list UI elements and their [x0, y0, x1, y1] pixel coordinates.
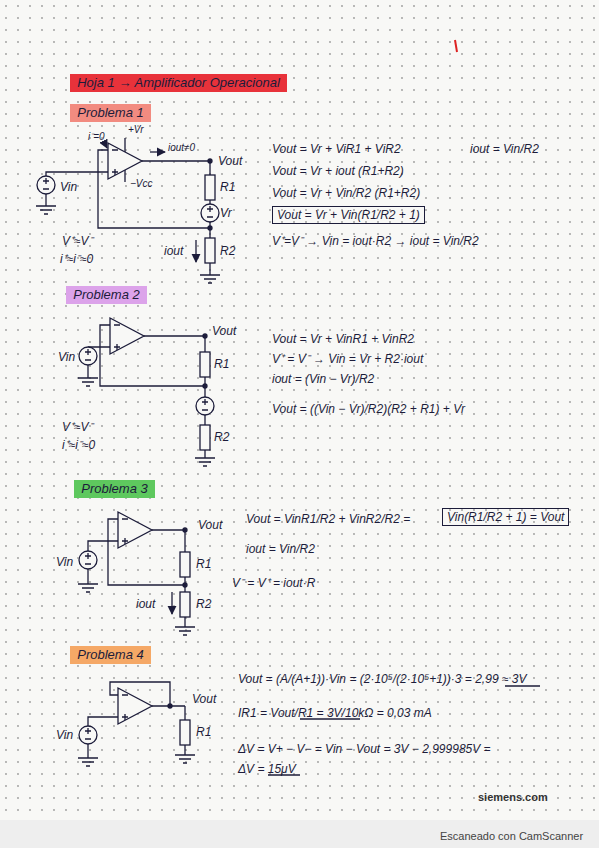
circuit-3 — [78, 512, 195, 635]
note-text: ΔV = 15μV — [238, 762, 296, 776]
note-text: R1 — [214, 357, 229, 371]
note-text: Vout = (A/(A+1))·Vin = (2·10⁵/(2·10⁵+1))… — [238, 672, 526, 686]
circuit-4 — [78, 682, 195, 766]
title-band: Hoja 1 → Amplificador Operacional — [70, 74, 287, 92]
note-text: V⁺ = V⁻ → Vin = Vr + R2·iout — [272, 352, 423, 366]
note-text: iout = Vin/R2 — [246, 542, 315, 556]
note-text: i⁻=0 — [88, 131, 105, 143]
circuit-2 — [78, 318, 215, 466]
note-text: Vout — [192, 692, 216, 706]
note-text: R2 — [196, 597, 211, 611]
note-text: R2 — [220, 244, 235, 258]
note-text: R1 — [220, 180, 235, 194]
note-text: iout = (Vin − Vr)/R2 — [272, 372, 374, 386]
dot-grid — [0, 0, 599, 820]
heading-text: Problema 1 — [77, 104, 143, 122]
note-text: Vout — [212, 324, 236, 338]
heading-text: Problema 3 — [81, 480, 147, 498]
note-text: iout — [164, 244, 183, 258]
note-text: iout = Vin/R2 — [470, 142, 539, 156]
note-text: Vout = ((Vin − Vr)/R2)(R2 + R1) + Vr — [272, 402, 465, 416]
note-text: V⁻ = V⁺ = iout·R — [232, 576, 315, 590]
problem-heading: Problema 3 — [74, 480, 155, 498]
note-text: Vout = Vr + VinR1 + VinR2 — [272, 332, 414, 346]
note-text: Vr — [220, 206, 232, 220]
note-text: R1 — [196, 725, 211, 739]
note-text: iout≠0 — [168, 142, 195, 154]
note-text: Vout — [198, 518, 222, 532]
note-text: V⁺≈V⁻ — [62, 234, 93, 248]
note-text: ΔV = V+ − V− = Vin − Vout = 3V − 2,99998… — [238, 742, 491, 756]
note-text: Vout = Vr + ViR1 + ViR2 — [272, 142, 401, 156]
note-text: Vout = Vr + Vin/R2 (R1+R2) — [272, 186, 420, 200]
note-text: Vout = Vr + Vin(R1/R2 + 1) — [272, 206, 425, 224]
heading-text: Problema 2 — [73, 286, 139, 304]
note-text: IR1 = Vout/R1 = 3V/10kΩ = 0,03 mA — [238, 706, 432, 720]
problem-heading: Problema 2 — [66, 286, 147, 304]
note-text: R1 — [196, 557, 211, 571]
note-text: siemens.com — [478, 790, 548, 804]
note-text: Vin — [56, 555, 73, 569]
note-text: Escaneado con CamScanner — [440, 829, 583, 843]
note-text: −Vcc — [130, 178, 153, 190]
note-text: Vout = Vr + iout (R1+R2) — [272, 164, 404, 178]
red-mark — [455, 40, 457, 52]
heading-text: Problema 4 — [77, 646, 143, 664]
note-text: i⁺≈i⁻≈0 — [60, 252, 93, 266]
note-text: Vin — [56, 728, 73, 742]
note-text: Vin — [60, 180, 77, 194]
note-text: Vin(R1/R2 + 1) = Vout — [442, 508, 569, 526]
note-text: i⁺≈i⁻≈0 — [62, 438, 95, 452]
problem-heading: Problema 4 — [70, 646, 151, 664]
circuit-1 — [36, 138, 220, 283]
note-text: +Vr — [128, 124, 144, 136]
footer-band — [0, 820, 599, 848]
note-text: V⁺≈V⁻ — [62, 420, 93, 434]
note-text: iout — [136, 597, 155, 611]
problem-heading: Problema 1 — [70, 104, 151, 122]
note-text: Vin — [58, 350, 75, 364]
note-text: Vout = VinR1/R2 + VinR2/R2 = — [246, 512, 410, 526]
underline-marks — [268, 686, 540, 775]
note-text: R2 — [214, 430, 229, 444]
note-text: Vout — [218, 154, 242, 168]
page-title: Hoja 1 → Amplificador Operacional — [77, 74, 280, 92]
note-text: V⁺=V⁻ → Vin = iout·R2 → iout = Vin/R2 — [272, 234, 479, 248]
